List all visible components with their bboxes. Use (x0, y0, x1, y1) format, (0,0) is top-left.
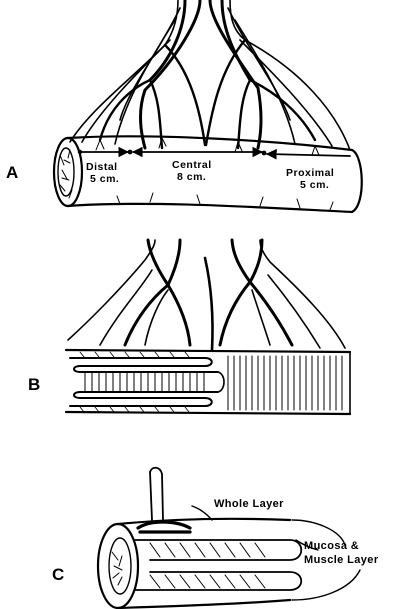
panel-b: B (28, 240, 350, 414)
proximal-label: Proximal (286, 167, 334, 179)
panel-b-bowel-section (66, 350, 350, 414)
panel-c-letter: C (52, 565, 64, 584)
proximal-length: 5 cm. (300, 179, 329, 191)
panel-b-letter: B (28, 375, 40, 394)
panel-a-mesentery (70, 0, 350, 150)
panel-a-letter: A (6, 163, 18, 182)
mucosa-label-line1: Mucosa & (304, 540, 359, 552)
panel-b-mesentery (68, 240, 345, 350)
distal-label: Distal (86, 161, 118, 173)
panel-c: C Whole Layer Mucosa & (52, 468, 379, 608)
distal-length: 5 cm. (90, 173, 119, 185)
panel-a: A (6, 0, 362, 212)
whole-layer-label: Whole Layer (214, 498, 284, 510)
panel-a-measurements: Distal 5 cm. Central 8 cm. Proximal 5 cm… (78, 150, 350, 191)
mucosa-label-line2: Muscle Layer (304, 554, 379, 566)
central-label: Central (172, 159, 212, 171)
proximal-segment-arrow (267, 154, 350, 156)
central-length: 8 cm. (177, 171, 206, 183)
